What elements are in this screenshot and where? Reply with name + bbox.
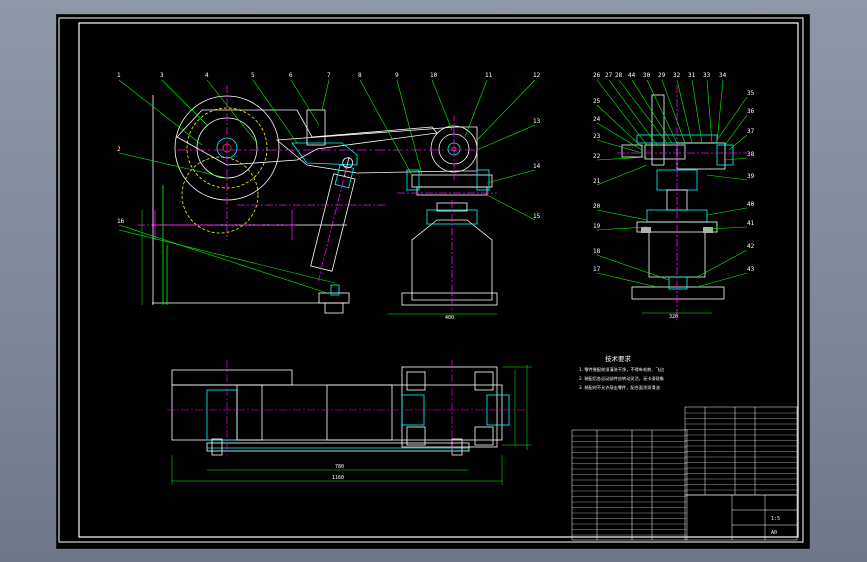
side-view bbox=[617, 85, 747, 320]
balloon-33: 33 bbox=[703, 72, 711, 79]
balloon-13: 13 bbox=[533, 118, 541, 125]
balloon-9: 9 bbox=[395, 72, 399, 79]
front-view-dims bbox=[141, 210, 497, 315]
balloon-7: 7 bbox=[327, 72, 331, 79]
dim-label-top-inner: 780 bbox=[335, 464, 344, 470]
balloon-42: 42 bbox=[747, 243, 755, 250]
balloon-25: 25 bbox=[593, 98, 601, 105]
dim-label-side-base: 320 bbox=[669, 314, 678, 320]
dim-label-front-base: 400 bbox=[445, 315, 454, 321]
balloon-20: 20 bbox=[593, 203, 601, 210]
balloon-35: 35 bbox=[747, 90, 755, 97]
balloon-11: 11 bbox=[485, 72, 493, 79]
balloon-1: 1 bbox=[117, 72, 121, 79]
dim-label-top-overall: 1160 bbox=[332, 475, 344, 481]
balloon-29: 29 bbox=[658, 72, 666, 79]
balloon-14: 14 bbox=[533, 163, 541, 170]
inner-frame bbox=[78, 22, 799, 538]
front-view-leaders bbox=[118, 79, 536, 294]
balloon-18: 18 bbox=[593, 248, 601, 255]
balloon-37: 37 bbox=[747, 128, 755, 135]
balloon-36: 36 bbox=[747, 108, 755, 115]
balloon-32: 32 bbox=[673, 72, 681, 79]
balloon-4: 4 bbox=[205, 72, 209, 79]
balloon-19: 19 bbox=[593, 223, 601, 230]
tech-note-3: 3. 装配时不允许敲击零件，配合面涂润滑油 bbox=[579, 384, 660, 391]
balloon-2: 2 bbox=[117, 146, 121, 153]
title-block-scale: 1:5 bbox=[771, 516, 780, 522]
balloon-34: 34 bbox=[719, 72, 727, 79]
balloon-28: 28 bbox=[615, 72, 623, 79]
top-view-centerlines bbox=[167, 360, 527, 455]
balloon-10: 10 bbox=[430, 72, 438, 79]
balloon-41: 41 bbox=[747, 220, 755, 227]
balloon-27: 27 bbox=[605, 72, 613, 79]
parts-list bbox=[571, 406, 798, 541]
top-view-dims bbox=[171, 365, 532, 485]
side-view-leaders bbox=[596, 79, 748, 288]
balloon-43: 43 bbox=[747, 266, 755, 273]
balloon-40: 40 bbox=[747, 201, 755, 208]
balloon-30: 30 bbox=[643, 72, 651, 79]
title-block-sheet: A0 bbox=[771, 530, 777, 536]
balloon-3: 3 bbox=[160, 72, 164, 79]
balloon-17: 17 bbox=[593, 266, 601, 273]
front-view bbox=[137, 85, 498, 314]
balloon-26: 26 bbox=[593, 72, 601, 79]
balloon-16: 16 bbox=[117, 218, 125, 225]
balloon-15: 15 bbox=[533, 213, 541, 220]
balloon-22: 22 bbox=[593, 153, 601, 160]
top-view bbox=[171, 366, 510, 456]
balloon-31: 31 bbox=[688, 72, 696, 79]
outer-frame bbox=[58, 17, 804, 543]
tech-note-2: 2. 装配后各运动部件应转动灵活，无卡滞现象 bbox=[579, 375, 664, 382]
tech-note-1: 1. 零件装配前须清洗干净，不得有毛刺、飞边 bbox=[579, 366, 665, 373]
balloon-21: 21 bbox=[593, 178, 601, 185]
balloon-44: 44 bbox=[628, 72, 636, 79]
balloon-38: 38 bbox=[747, 151, 755, 158]
balloon-12: 12 bbox=[533, 72, 541, 79]
parts-list-rows bbox=[572, 412, 797, 536]
balloon-6: 6 bbox=[289, 72, 293, 79]
tech-requirements-title: 技术要求 bbox=[605, 354, 632, 363]
balloon-23: 23 bbox=[593, 133, 601, 140]
balloon-39: 39 bbox=[747, 173, 755, 180]
balloon-5: 5 bbox=[251, 72, 255, 79]
balloon-8: 8 bbox=[358, 72, 362, 79]
balloon-24: 24 bbox=[593, 116, 601, 123]
